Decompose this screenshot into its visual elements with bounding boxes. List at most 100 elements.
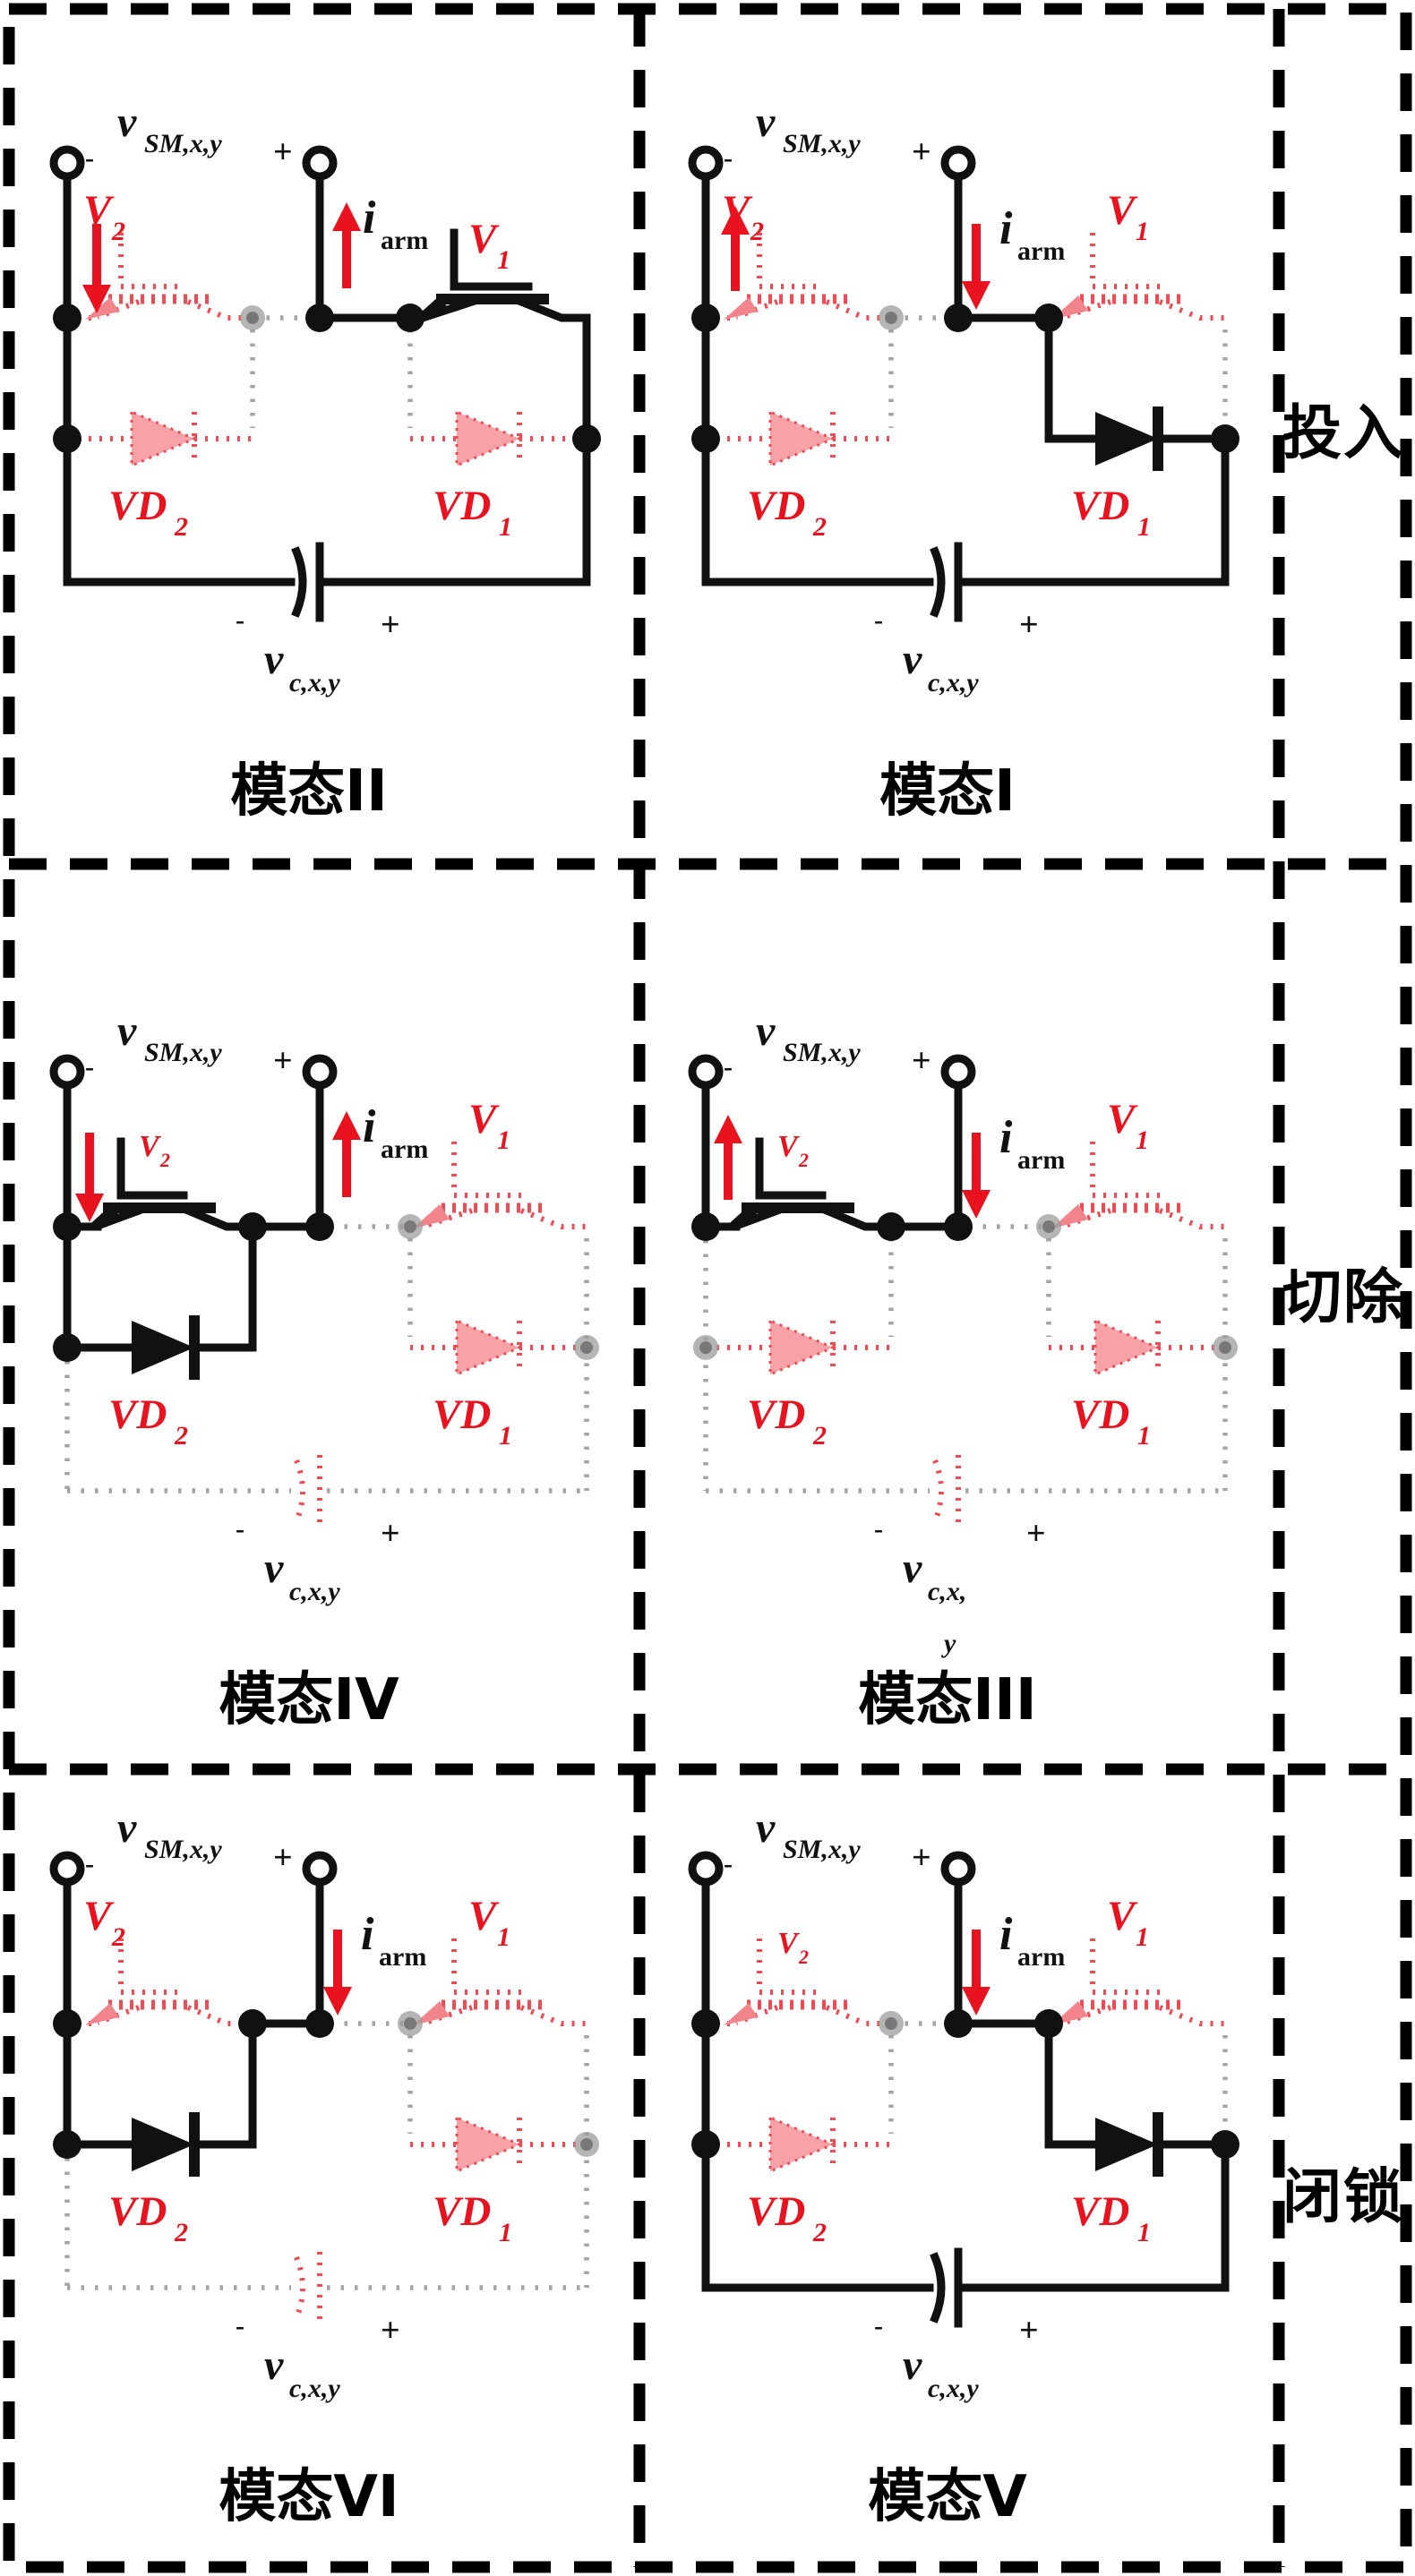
- junction-dot: [305, 2009, 334, 2038]
- vsm-plus: +: [273, 1839, 293, 1877]
- igbt-leads: [1063, 299, 1225, 321]
- iarm-label: i: [361, 1909, 374, 1960]
- row-label-bypassed: 切除: [1282, 1262, 1404, 1331]
- v1-label: V: [1107, 187, 1138, 234]
- igbt-gate-lead: [116, 1137, 188, 1200]
- capacitor-inactive: [706, 1455, 1225, 1527]
- igbt-gate-lead: [118, 233, 184, 289]
- vc-label: v: [903, 1545, 922, 1592]
- igbt-emitter-arrow: [85, 297, 119, 320]
- vd2-sub: 2: [812, 1421, 827, 1451]
- diode-vd1-inactive: [1049, 1318, 1214, 1377]
- junction-dot: [53, 2009, 81, 2038]
- vd2-sub: 2: [174, 512, 188, 542]
- capacitor-active: [701, 2247, 1230, 2328]
- igbt-leads: [67, 2005, 242, 2026]
- iarm-label: i: [999, 203, 1013, 254]
- igbt-v2-active: [701, 1137, 896, 1231]
- arm-current-arrow-up: [332, 202, 361, 288]
- vc-plus: +: [381, 1515, 400, 1553]
- vsm-plus: +: [273, 133, 293, 171]
- diode-triangle: [455, 2115, 523, 2174]
- outer-dashed-border: [3, 3, 1412, 2573]
- iarm-sub: arm: [379, 1942, 426, 1972]
- vc-plus: +: [381, 606, 400, 644]
- inactive-junction-dot: [574, 1335, 599, 1360]
- diode-triangle: [1095, 2118, 1158, 2171]
- capacitor-plate-left: [930, 546, 946, 618]
- inactive-junction-dot: [879, 2011, 904, 2036]
- wire-vertical-inactive: [888, 1238, 1228, 1491]
- vsm-minus: -: [85, 1849, 94, 1879]
- diode-triangle: [455, 409, 523, 468]
- inactive-junction-dot: [1213, 1335, 1238, 1360]
- iarm-sub: arm: [381, 226, 428, 255]
- igbt-leads: [1063, 2005, 1225, 2026]
- vsm-label: v: [117, 1007, 137, 1055]
- vd1-label: VD: [1071, 2188, 1129, 2235]
- junction-dot: [396, 304, 424, 332]
- loop-current-arrow-up: [714, 1115, 742, 1200]
- mode-iv-circuit: - v SM,x,y + i arm V 2 V 1 VD 2 VD 1 - v…: [49, 1007, 599, 1733]
- vsm-minus: -: [724, 1052, 733, 1082]
- vsm-label: v: [756, 1007, 776, 1055]
- diode-triangle: [132, 2118, 194, 2171]
- vd2-label: VD: [747, 483, 805, 529]
- v2-sub: 2: [798, 1149, 809, 1171]
- igbt-leads: [1063, 1208, 1225, 1229]
- arm-current-arrow-up: [332, 1111, 361, 1197]
- junction-dot: [53, 2130, 81, 2159]
- inactive-junction-dot: [693, 1335, 718, 1360]
- igbt-gate-lead: [450, 228, 533, 291]
- inactive-junction-dot: [398, 2011, 423, 2036]
- vc-sub: c,x,y: [928, 668, 979, 697]
- v1-label: V: [1107, 1893, 1138, 1939]
- mode-title: 模态VI: [219, 2464, 399, 2530]
- igbt-v1-inactive: [413, 1142, 587, 1229]
- arm-current-arrow-down: [323, 1930, 352, 2015]
- vc-label: v: [903, 636, 922, 683]
- diode-triangle: [130, 409, 198, 468]
- diode-triangle: [1095, 412, 1158, 466]
- vd2-label: VD: [747, 1391, 805, 1438]
- junction-dot: [572, 424, 601, 453]
- iarm-sub: arm: [381, 1134, 428, 1164]
- wire-node-down: [954, 313, 1053, 443]
- vsm-label: v: [756, 98, 776, 146]
- junction-dot: [1034, 2009, 1063, 2038]
- wire-vertical-inactive: [250, 329, 413, 428]
- loop-current-arrow-down: [75, 1133, 104, 1222]
- junction-dot: [53, 1212, 81, 1241]
- igbt-gate-lead: [451, 1938, 528, 1995]
- vd1-label: VD: [433, 483, 491, 529]
- vc-label: v: [264, 1545, 284, 1592]
- v1-sub: 1: [497, 1922, 510, 1952]
- diode-triangle: [768, 2115, 836, 2174]
- diode-triangle: [132, 1321, 194, 1374]
- junction-dot: [1034, 304, 1063, 332]
- v2-label: V: [777, 1927, 800, 1960]
- v2-label: V: [83, 1893, 115, 1939]
- igbt-emitter-arrow: [85, 2003, 119, 2025]
- vd2-label: VD: [108, 2188, 167, 2235]
- junction-dot: [1211, 2130, 1239, 2159]
- capacitor-plate-left: [930, 2252, 946, 2324]
- vc-minus: -: [874, 1514, 883, 1544]
- igbt-v2-inactive: [706, 233, 891, 321]
- iarm-label: i: [999, 1909, 1013, 1960]
- diode-vd1-inactive: [410, 2115, 576, 2174]
- iarm-label: i: [363, 1101, 376, 1152]
- diode-triangle: [768, 409, 836, 468]
- vd1-label: VD: [1071, 1391, 1129, 1438]
- mode-vi-circuit: - v SM,x,y + i arm V 2 V 1 VD 2 VD 1 - v…: [49, 1804, 599, 2530]
- v1-sub: 1: [1136, 217, 1149, 246]
- vsm-minus: -: [724, 143, 733, 173]
- v2-label: V: [83, 187, 115, 234]
- junction-dot: [944, 304, 973, 332]
- inactive-junction-dot: [1036, 1214, 1061, 1239]
- v2-sub: 2: [111, 1922, 125, 1952]
- mode-title: 模态V: [868, 2464, 1027, 2530]
- wire-vertical-inactive: [888, 329, 1228, 428]
- vc-sub: c,x,y: [289, 1577, 340, 1606]
- wire-node-down: [954, 2019, 1053, 2149]
